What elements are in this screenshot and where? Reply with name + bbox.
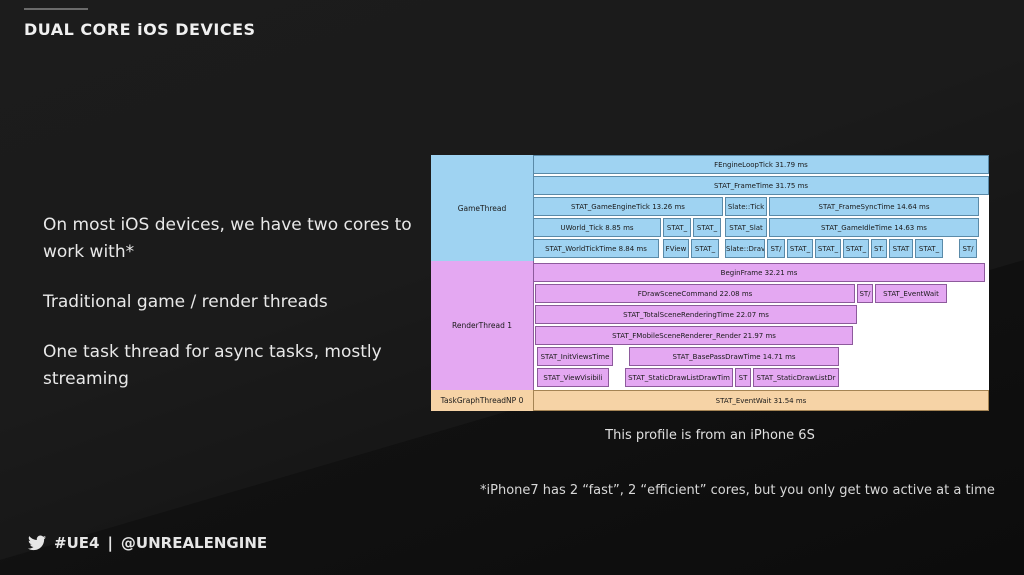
bar-frame-time: STAT_FrameTime 31.75 ms (533, 176, 989, 195)
bar-begin-frame: BeginFrame 32.21 ms (533, 263, 985, 282)
thread-label-task: TaskGraphThreadNP 0 (431, 390, 534, 411)
bar-stat: STAT (889, 239, 913, 258)
bar-init-views-time: STAT_InitViewsTime (537, 347, 613, 366)
bar-st: ST/ (959, 239, 977, 258)
title-rule (24, 8, 88, 10)
profiler-image: GameThread RenderThread 1 TaskGraphThrea… (431, 155, 989, 411)
bar-stat: STAT_ (663, 218, 691, 237)
thread-label-game: GameThread (431, 155, 534, 261)
footer-hashtag: #UE4 (54, 534, 100, 552)
bar-world-tick-time: STAT_WorldTickTime 8.84 ms (533, 239, 659, 258)
thread-label-render: RenderThread 1 (431, 261, 534, 390)
footer-separator: | (107, 534, 113, 552)
profile-caption: This profile is from an iPhone 6S (605, 428, 815, 443)
footnote: *iPhone7 has 2 “fast”, 2 “efficient” cor… (480, 483, 995, 498)
bullet-item: One task thread for async tasks, mostly … (43, 342, 382, 389)
bar-stat-slat: STAT_Slat (725, 218, 767, 237)
bar-static-draw-list: STAT_StaticDrawListDrawTim (625, 368, 733, 387)
bar-frame-sync-time: STAT_FrameSyncTime 14.64 ms (769, 197, 979, 216)
bar-stat: STAT_ (915, 239, 943, 258)
bar-fview: FView (663, 239, 689, 258)
bar-slate-draw: Slate::Drav (725, 239, 765, 258)
bar-stat: STAT_ (815, 239, 841, 258)
bar-stat: STAT_ (787, 239, 813, 258)
bar-st: ST/ (767, 239, 785, 258)
bar-game-idle-time: STAT_GameIdleTime 14.63 ms (769, 218, 979, 237)
bar-st: ST. (871, 239, 887, 258)
bar-st: ST/ (857, 284, 873, 303)
bullet-list: On most iOS devices, we have two cores t… (43, 212, 423, 416)
bar-uworld-tick: UWorld_Tick 8.85 ms (533, 218, 661, 237)
slide-title: DUAL CORE iOS DEVICES (24, 20, 256, 39)
bar-static-draw-list-2: STAT_StaticDrawListDr (753, 368, 839, 387)
bar-base-pass-draw-time: STAT_BasePassDrawTime 14.71 ms (629, 347, 839, 366)
bullet-item: Traditional game / render threads (43, 292, 328, 312)
bar-stat: STAT_ (693, 218, 721, 237)
bar-slate-tick: Slate::Tick (725, 197, 767, 216)
bar-stat: STAT_ (843, 239, 869, 258)
bar-stat: STAT_ (691, 239, 719, 258)
bar-total-scene-rendering: STAT_TotalSceneRenderingTime 22.07 ms (535, 305, 857, 324)
footer-handle: @UNREALENGINE (120, 534, 268, 552)
bar-st: ST (735, 368, 751, 387)
bar-event-wait: STAT_EventWait (875, 284, 947, 303)
bar-draw-scene-command: FDrawSceneCommand 22.08 ms (535, 284, 855, 303)
bar-mobile-scene-renderer: STAT_FMobileSceneRenderer_Render 21.97 m… (535, 326, 853, 345)
bar-game-engine-tick: STAT_GameEngineTick 13.26 ms (533, 197, 723, 216)
bullet-item: On most iOS devices, we have two cores t… (43, 215, 412, 262)
bar-engine-loop-tick: FEngineLoopTick 31.79 ms (533, 155, 989, 174)
bar-task-event-wait: STAT_EventWait 31.54 ms (533, 390, 989, 411)
footer: #UE4 | @UNREALENGINE (28, 534, 267, 552)
bar-view-visibility: STAT_ViewVisibili (537, 368, 609, 387)
twitter-icon (28, 535, 46, 551)
